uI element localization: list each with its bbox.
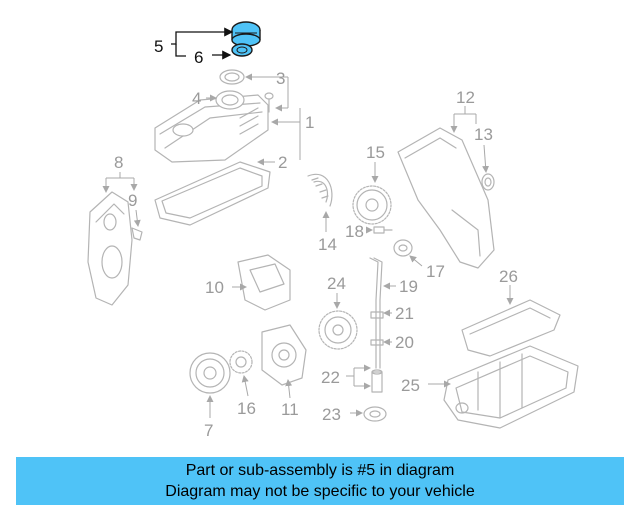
filler-neck-seal [219,69,245,85]
callout-1: 1 [305,113,314,132]
bolt-18 [373,226,393,234]
sprocket-16 [229,350,253,374]
callout-11: 11 [281,400,299,419]
callout-15: 15 [366,143,385,162]
callout-2: 2 [278,153,287,172]
callout-17: 17 [426,262,445,281]
callout-26: 26 [499,267,518,286]
callout-16: 16 [237,399,256,418]
crank-pulley [189,352,231,394]
sensor-23 [363,406,387,422]
callout-6: 6 [194,48,203,67]
valve-cover [154,90,269,163]
gear-24 [318,310,358,350]
callout-21: 21 [395,304,414,323]
banner-line-disclaimer: Diagram may not be specific to your vehi… [165,483,475,500]
info-banner: Part or sub-assembly is #5 in diagram Di… [16,457,624,505]
callout-8: 8 [114,153,123,172]
valve-cover-gasket [154,161,271,226]
sleeve-22 [371,369,383,393]
callout-23: 23 [322,405,341,424]
callout-20: 20 [395,333,414,352]
cover-bolt [264,92,274,113]
banner-line-part: Part or sub-assembly is #5 in diagram [185,462,455,479]
callout-19: 19 [399,277,418,296]
callout-14: 14 [318,235,337,254]
dipstick-tube [369,257,384,369]
callout-4: 4 [192,89,201,108]
belt-guide [307,173,333,207]
timing-cover-left [87,191,133,306]
leader-lines [106,27,514,418]
callout-22: 22 [321,368,340,387]
callout-24: 24 [327,274,346,293]
callout-25: 25 [401,376,420,395]
callout-9: 9 [128,191,137,210]
cover-11 [261,324,307,386]
bracket-10 [237,254,291,311]
oil-filler-cap-highlighted [231,21,261,57]
callout-10: 10 [205,278,224,297]
callout-3: 3 [276,69,285,88]
callout-18: 18 [345,222,364,241]
cam-sprocket [352,185,392,225]
callout-13: 13 [474,125,493,144]
tensioner-17 [393,239,413,257]
callout-7: 7 [204,421,213,440]
clip-9 [131,227,143,241]
callout-5: 5 [154,37,163,56]
oil-pan [443,345,579,429]
callout-12: 12 [456,88,475,107]
oil-pan-baffle [461,299,561,357]
callout-labels: 1 2 3 4 5 6 7 8 9 10 11 12 13 14 15 16 1… [114,37,518,440]
